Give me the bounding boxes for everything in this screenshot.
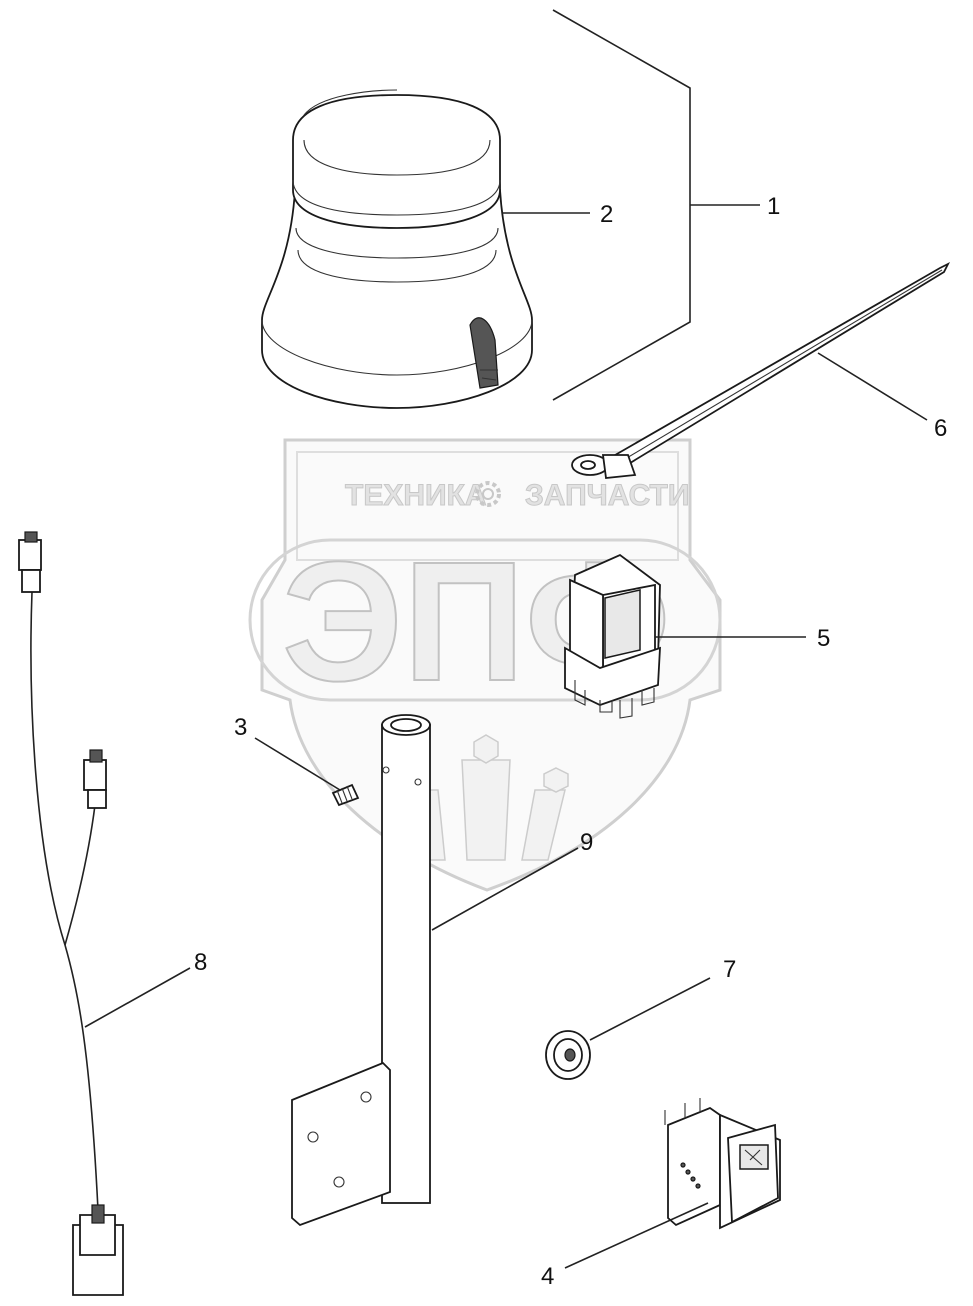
leader-lines [84,212,928,1269]
rocker-switch [664,1098,781,1230]
watermark-text-left: ТЕХНИКА [345,479,487,512]
callout-labels: 1 2 3 4 5 6 7 8 9 [194,193,947,1290]
leader-7 [589,977,711,1041]
watermark-shield [260,438,722,892]
leader-8 [84,967,191,1028]
cable-tie [571,261,951,479]
callout-1: 1 [767,193,780,220]
leader-3 [254,737,341,791]
callout-4: 4 [541,1263,554,1290]
leader-6 [817,352,928,421]
callout-9: 9 [580,829,593,856]
gear-icon [475,481,501,507]
leader-9 [431,847,579,931]
callout-2: 2 [600,201,613,228]
wire-harness [18,531,124,1296]
set-screw [331,783,360,807]
leader-4 [564,1202,709,1269]
pipe-mount [291,714,431,1227]
relay [564,553,661,719]
callout-3: 3 [234,714,247,741]
callout-6: 6 [934,415,947,442]
callout-7: 7 [723,956,736,983]
beacon-lamp [261,89,533,409]
callout-5: 5 [817,625,830,652]
item-1-bracket [552,9,760,401]
watermark-text-right: ЗАПЧАСТИ [525,479,689,512]
grommet [545,1030,591,1080]
callout-8: 8 [194,949,207,976]
